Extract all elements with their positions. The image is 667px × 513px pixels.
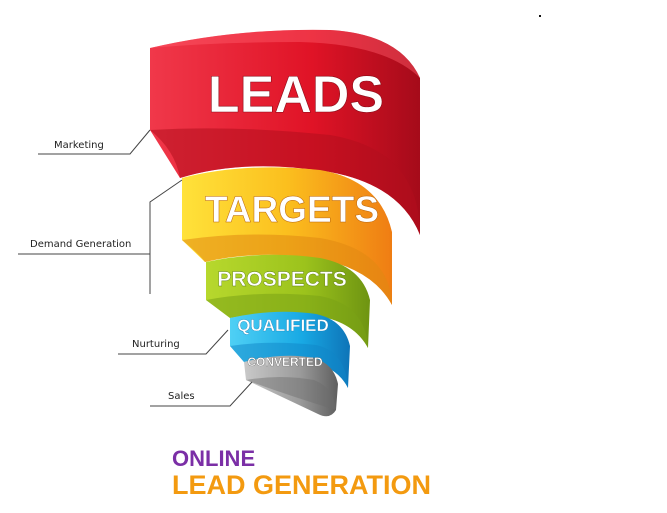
title-line-online: ONLINE	[172, 446, 255, 471]
stage-label-demand-generation: Demand Generation	[30, 239, 131, 250]
funnel-tier-prospects	[206, 254, 370, 348]
title-line-lead-generation: LEAD GENERATION	[172, 470, 431, 500]
leader-line-nurturing	[118, 329, 229, 355]
stage-label-nurturing: Nurturing	[132, 339, 180, 350]
funnel-tier-qualified	[230, 311, 350, 388]
leader-line-sales	[150, 381, 253, 407]
tier-label-prospects: PROSPECTS	[217, 268, 347, 291]
leader-line-marketing	[38, 129, 151, 155]
stage-label-marketing: Marketing	[54, 140, 104, 151]
funnel-tier-converted	[244, 355, 338, 417]
tier-label-converted: CONVERTED	[247, 355, 323, 369]
stray-dot	[539, 15, 541, 17]
tier-label-leads: LEADS	[208, 66, 384, 124]
stage-label-sales: Sales	[168, 391, 195, 402]
funnel-tier-targets	[182, 167, 392, 305]
bracket-demand-generation	[149, 179, 183, 294]
tier-label-qualified: QUALIFIED	[237, 316, 329, 335]
funnel-tier-leads	[150, 29, 420, 236]
tier-label-targets: TARGETS	[205, 189, 379, 230]
